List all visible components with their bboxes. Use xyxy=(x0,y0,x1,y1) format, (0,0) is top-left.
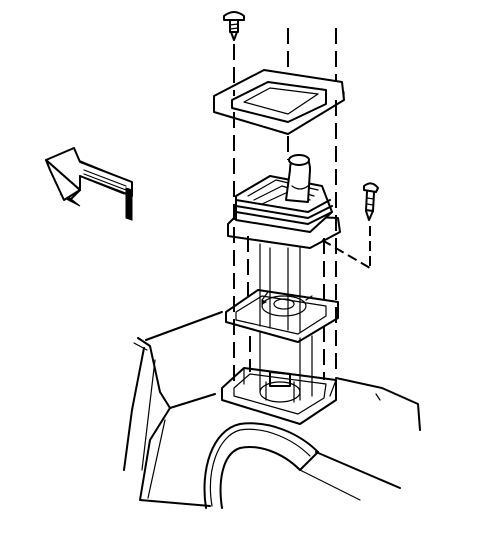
retainer-posts xyxy=(259,243,313,401)
assembly-centerlines xyxy=(233,28,371,384)
screw-side xyxy=(363,182,379,221)
upper-trim-bezel xyxy=(213,69,345,135)
shift-lever xyxy=(285,154,311,203)
boot-retainer-plate xyxy=(225,289,339,343)
lower-boot-plate xyxy=(221,367,337,425)
screw-top xyxy=(223,11,245,41)
shift-boot xyxy=(227,175,341,249)
direction-arrow xyxy=(45,147,133,221)
console-floor xyxy=(123,311,421,509)
